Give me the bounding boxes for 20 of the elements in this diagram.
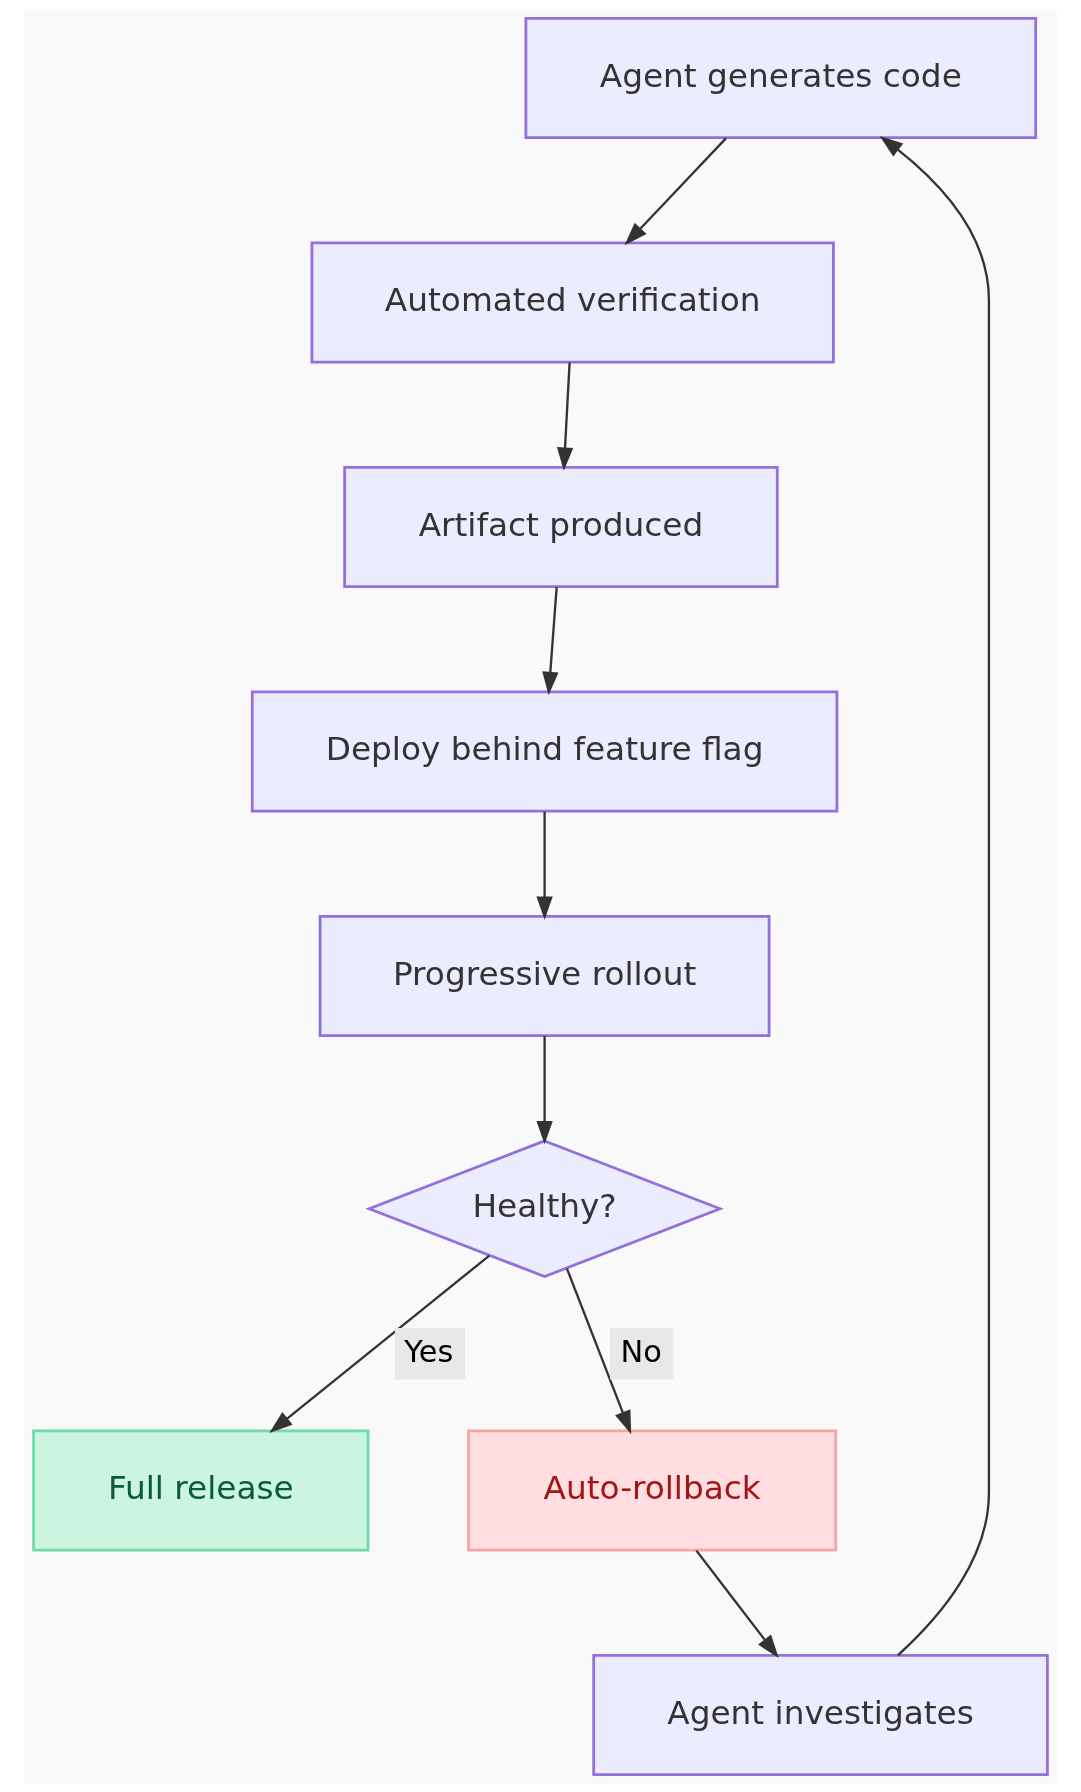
arrow [536, 811, 553, 920]
node-box: Artifact produced [343, 465, 779, 588]
node-box: Deploy behind feature flag [250, 689, 839, 813]
node-box: Automated verification [310, 240, 835, 364]
arrow [542, 586, 559, 695]
node-diamond: Healthy? [365, 1138, 724, 1278]
arrow [624, 136, 727, 245]
arrow [879, 135, 991, 1656]
arrow [565, 1267, 632, 1434]
node-box: Progressive rollout [318, 914, 771, 1037]
node-box: Full release [32, 1428, 370, 1552]
arrow [269, 1254, 491, 1433]
node-box: Auto-rollback [467, 1428, 838, 1552]
arrow [536, 1035, 553, 1144]
arrow [695, 1549, 779, 1658]
edge-label: Yes [404, 1333, 454, 1369]
node-box: Agent generates code [524, 16, 1038, 139]
edge-label: No [620, 1333, 662, 1369]
arrow [556, 362, 574, 471]
node-box: Agent investigates [592, 1653, 1049, 1776]
